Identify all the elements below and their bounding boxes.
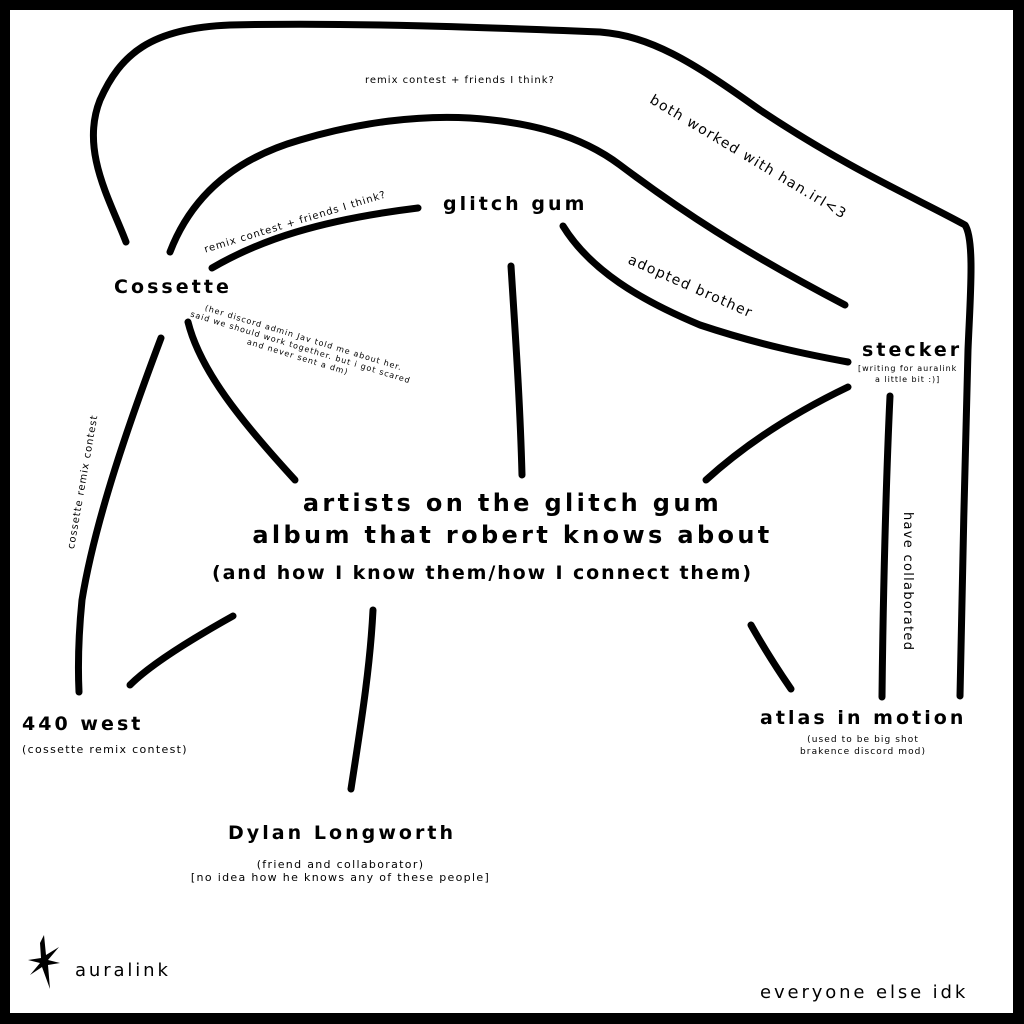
diagram-canvas — [10, 10, 1013, 1013]
note-line: [no idea how he knows any of these peopl… — [190, 871, 491, 884]
edge-line-glitchgum-center — [507, 262, 526, 479]
node-atlas-note: (used to be big shot brakence discord mo… — [800, 734, 926, 758]
edge-line-stecker-atlas — [878, 392, 894, 701]
edge-line-cossette-center — [184, 318, 299, 484]
note-line: (friend and collaborator) — [256, 858, 425, 871]
auralink-logo — [26, 933, 62, 991]
edge-label-cossette-stecker-inner: remix contest + friends I think? — [365, 75, 555, 86]
node-glitch-gum: glitch gum — [443, 193, 588, 215]
edge-line-glitchgum-stecker — [559, 222, 852, 366]
node-auralink: auralink — [75, 960, 171, 981]
note-line: [writing for auralink — [858, 364, 958, 373]
node-440-west-note: (cossette remix contest) — [22, 743, 188, 756]
node-440-west: 440 west — [22, 713, 144, 735]
diagram-subtitle: (and how I know them/how I connect them) — [212, 562, 753, 584]
edge-line-cossette-glitchgum — [208, 204, 422, 272]
edge-line-cossette-stecker-outer — [89, 20, 975, 700]
diagram-title: artists on the glitch gum album that rob… — [200, 487, 825, 551]
node-cossette: Cossette — [114, 276, 232, 298]
node-stecker: stecker — [862, 339, 963, 361]
edge-line-center-440west — [126, 612, 237, 689]
note-line: a little bit :)] — [875, 375, 941, 384]
edge-line-center-atlas — [747, 621, 795, 693]
node-dylan-longworth: Dylan Longworth — [228, 822, 457, 844]
node-stecker-note: [writing for auralink a little bit :)] — [858, 363, 957, 385]
everyone-else-label: everyone else idk — [760, 982, 969, 1003]
edge-line-cossette-440west — [74, 334, 165, 696]
edge-line-center-dylan — [347, 606, 377, 793]
title-line-1: artists on the glitch gum — [302, 489, 723, 517]
note-line: (used to be big shot — [807, 735, 919, 745]
sparkle-star-icon — [28, 935, 60, 989]
node-atlas-in-motion: atlas in motion — [760, 707, 967, 729]
node-dylan-note: (friend and collaborator) [no idea how h… — [168, 858, 513, 884]
title-line-2: album that robert knows about — [252, 521, 773, 549]
note-line: brakence discord mod) — [800, 747, 927, 757]
edge-line-stecker-center — [702, 383, 852, 484]
edge-label-stecker-atlas: have collaborated — [900, 512, 915, 652]
edge-line-cossette-stecker-inner — [166, 113, 849, 309]
